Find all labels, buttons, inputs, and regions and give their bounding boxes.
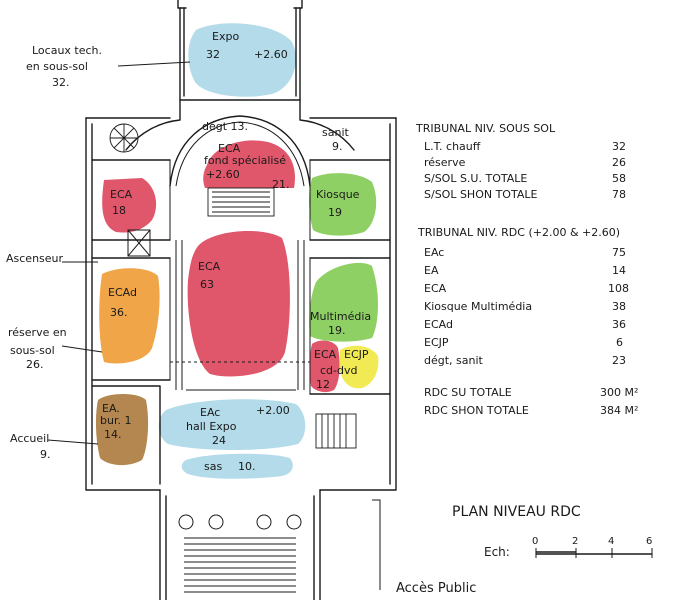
eca-fond-area: 21. [272, 178, 290, 191]
table-row-label: ECJP [424, 336, 449, 349]
eca-18-name: ECA [110, 188, 133, 201]
table-row-value: 38 [612, 300, 626, 313]
table-row-value: 32 [612, 140, 626, 153]
access-label: Accès Public [396, 581, 476, 596]
ecad-area: 36. [110, 306, 128, 319]
table-sous-sol-title: TRIBUNAL NIV. SOUS SOL [415, 122, 556, 135]
reserve-line1: réserve en [8, 326, 67, 339]
multimedia-name: Multimédia [310, 310, 371, 323]
eca-12-name: ECA [314, 348, 337, 361]
expo-level: +2.60 [254, 48, 288, 61]
table-row-value: 58 [612, 172, 626, 185]
plan-walls [47, 0, 397, 600]
table-row-value: 6 [616, 336, 623, 349]
hall-line1: EAc [200, 406, 220, 419]
table-row-value: 36 [612, 318, 626, 331]
table-row-value: 23 [612, 354, 626, 367]
scale-tick-label: 0 [532, 536, 538, 547]
table-total-label: RDC SHON TOTALE [424, 404, 529, 417]
ecad-name: ECAd [108, 286, 137, 299]
table-total-value: 384 M² [600, 404, 638, 417]
sas-area: 10. [238, 460, 256, 473]
expo-area: 32 [206, 48, 220, 61]
ea-bur-area: 14. [104, 428, 122, 441]
zone-expo [188, 23, 296, 97]
kiosque-area: 19 [328, 206, 342, 219]
sas-name: sas [204, 460, 222, 473]
table-row-label: EA [424, 264, 439, 277]
ecjp-sub: cd-dvd [320, 364, 357, 377]
sanit-area: 9. [332, 140, 343, 153]
hall-line2: hall Expo [186, 420, 237, 433]
table-row-value: 108 [608, 282, 629, 295]
sanit-label: sanit [322, 126, 349, 139]
eca-63-area: 63 [200, 278, 214, 291]
table-total-label: RDC SU TOTALE [424, 386, 512, 399]
locaux-line2: en sous-sol [26, 60, 88, 73]
multimedia-area: 19. [328, 324, 346, 337]
zone-eca-12 [309, 340, 340, 393]
hall-area: 24 [212, 434, 226, 447]
hall-level: +2.00 [256, 404, 290, 417]
eca-fond-line2: fond spécialisé [204, 154, 286, 167]
scale-label: Ech: [484, 545, 510, 559]
eca-18-area: 18 [112, 204, 126, 217]
zone-eca-fond [203, 140, 295, 188]
zone-hall [158, 399, 306, 450]
ascenseur-label: Ascenseur [6, 252, 64, 265]
expo-name: Expo [212, 30, 239, 43]
zone-eca-63 [187, 231, 290, 377]
ea-bur-line1: EA. [102, 402, 120, 415]
zone-ecjp [340, 345, 379, 389]
degt-label: dégt 13. [202, 120, 248, 133]
zones [95, 23, 379, 479]
eca-12-area: 12 [316, 378, 330, 391]
zone-ecad [99, 268, 160, 364]
table-rdc: TRIBUNAL NIV. RDC (+2.00 & +2.60) EAc 75… [417, 226, 638, 417]
table-row-label: Kiosque Multimédia [424, 300, 532, 313]
zone-ea-bur [95, 394, 149, 466]
side-labels: Locaux tech. en sous-sol 32. Ascenseur r… [6, 44, 102, 461]
zone-kiosque [309, 173, 377, 236]
plan-title-block: PLAN NIVEAU RDC Ech: 0 2 4 6 Accès Publi… [396, 504, 653, 596]
eca-fond-level: +2.60 [206, 168, 240, 181]
scale-tick-label: 2 [572, 536, 578, 547]
table-row-label: ECA [424, 282, 447, 295]
table-total-value: 300 M² [600, 386, 638, 399]
locaux-area: 32. [52, 76, 70, 89]
table-row-label: EAc [424, 246, 444, 259]
table-row-value: 75 [612, 246, 626, 259]
reserve-line2: sous-sol [10, 344, 55, 357]
eca-fond-line1: ECA [218, 142, 241, 155]
ecjp-name: ECJP [344, 348, 369, 361]
zone-labels: Expo 32 +2.60 ECA fond spécialisé +2.60 … [100, 30, 371, 473]
scale-tick-label: 4 [608, 536, 614, 547]
table-row-label: ECAd [424, 318, 453, 331]
table-row-value: 14 [612, 264, 626, 277]
zone-eca-18 [102, 178, 157, 233]
ea-bur-line2: bur. 1 [100, 414, 131, 427]
eca-63-name: ECA [198, 260, 221, 273]
table-sous-sol: TRIBUNAL NIV. SOUS SOL L.T. chauff 32 ré… [415, 122, 626, 201]
table-row-value: 26 [612, 156, 626, 169]
table-row-value: 78 [612, 188, 626, 201]
accueil-area: 9. [40, 448, 51, 461]
plan-title: PLAN NIVEAU RDC [452, 504, 581, 520]
table-row-label: dégt, sanit [424, 354, 484, 367]
table-row-label: réserve [424, 156, 466, 169]
table-row-label: L.T. chauff [424, 140, 481, 153]
table-row-label: S/SOL SHON TOTALE [424, 188, 537, 201]
table-rdc-title: TRIBUNAL NIV. RDC (+2.00 & +2.60) [417, 226, 620, 239]
locaux-line1: Locaux tech. [32, 44, 102, 57]
zone-multimedia [309, 262, 378, 342]
zone-sas [181, 453, 293, 479]
scale-bar: 0 2 4 6 [532, 536, 653, 558]
scale-tick-label: 6 [646, 536, 652, 547]
accueil-label: Accueil [10, 432, 49, 445]
table-row-label: S/SOL S.U. TOTALE [424, 172, 527, 185]
kiosque-name: Kiosque [316, 188, 360, 201]
reserve-area: 26. [26, 358, 44, 371]
